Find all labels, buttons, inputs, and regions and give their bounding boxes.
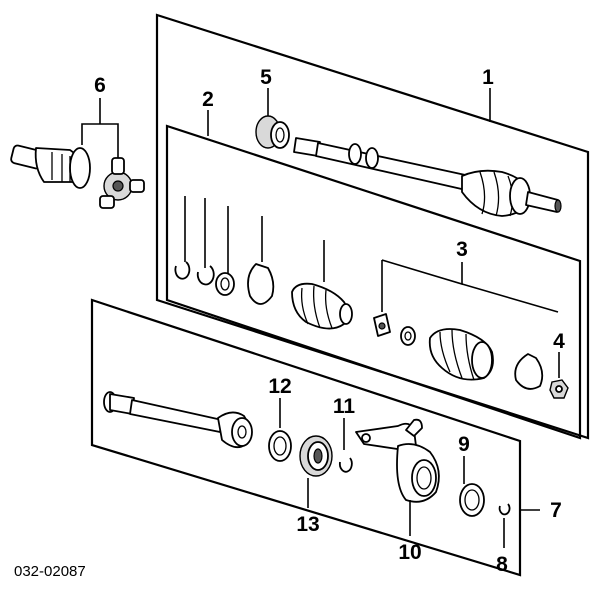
inner-boot [291, 282, 353, 330]
inner-joint-housing [10, 144, 91, 189]
callout-10: 10 [398, 541, 421, 564]
circlip-medium [196, 265, 215, 286]
seal-12 [268, 430, 292, 462]
frame-halfshaft-assembly [90, 298, 522, 577]
leader-3 [381, 259, 463, 286]
boot-band-outer [514, 353, 544, 390]
reference-code: 032-02087 [14, 563, 86, 580]
clip-8 [498, 503, 511, 516]
boot-clip-small [373, 313, 391, 337]
frame-driveshaft-assembly [155, 13, 590, 440]
callout-4: 4 [553, 330, 565, 353]
callout-5: 5 [260, 66, 272, 89]
boot-band-large [247, 263, 275, 305]
stop-ring [215, 272, 235, 296]
callout-6: 6 [94, 74, 106, 97]
seal-9 [459, 483, 485, 517]
outer-boot [428, 328, 494, 381]
callout-8: 8 [496, 553, 508, 576]
callout-11: 11 [333, 395, 356, 418]
frame-boot-kit [165, 124, 582, 440]
damper-ring [255, 115, 290, 149]
bearing-13 [299, 435, 333, 477]
stop-ring-2 [400, 326, 416, 346]
leader-3b [461, 283, 559, 313]
callout-13: 13 [296, 513, 319, 536]
driveshaft-outer [293, 137, 562, 217]
callout-7: 7 [550, 499, 562, 522]
callout-9: 9 [458, 433, 470, 456]
callout-2: 2 [202, 88, 214, 111]
tripod-spider [99, 157, 145, 209]
circlip-small [174, 261, 191, 280]
callout-3: 3 [456, 238, 468, 261]
callout-1: 1 [482, 66, 494, 89]
bracket-10 [355, 418, 440, 503]
callout-12: 12 [268, 375, 291, 398]
snap-ring-11 [338, 457, 353, 473]
halfshaft [103, 391, 253, 449]
spindle-nut [549, 379, 569, 399]
